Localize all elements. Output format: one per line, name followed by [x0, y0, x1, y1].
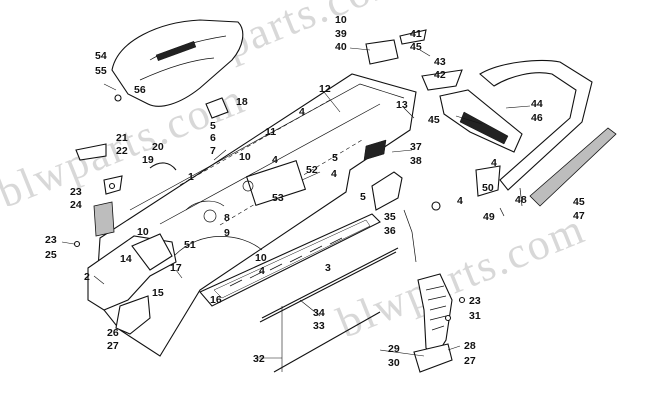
callout-label: 8 [224, 212, 230, 224]
flap-part [413, 273, 453, 373]
callout-label: 29 [388, 343, 400, 355]
callout-label: 41 [410, 28, 422, 40]
callout-label: 27 [107, 340, 119, 352]
callout-label: 5 [332, 152, 338, 164]
callout-label: 39 [335, 28, 347, 40]
callout-label: 30 [388, 357, 400, 369]
callout-label: 51 [184, 239, 196, 251]
callout-label: 5 [360, 191, 366, 203]
callout-label: 5 [210, 120, 216, 132]
callout-label: 55 [95, 65, 107, 77]
leader-lines [61, 47, 531, 359]
callout-label: 4 [331, 168, 337, 180]
callout-label: 49 [483, 211, 495, 223]
callout-label: 27 [464, 355, 476, 367]
rail-part [199, 213, 381, 307]
callout-label: 54 [95, 50, 107, 62]
callout-label: 36 [384, 225, 396, 237]
callout-label: 43 [434, 56, 446, 68]
callout-label: 40 [335, 41, 347, 53]
callout-label: 47 [573, 210, 585, 222]
callout-label: 32 [253, 353, 265, 365]
callout-label: 46 [531, 112, 543, 124]
callout-label: 34 [313, 307, 325, 319]
callout-label: 48 [515, 194, 527, 206]
callout-label: 42 [434, 69, 446, 81]
callout-label: 15 [152, 287, 164, 299]
callout-label: 21 [116, 132, 128, 144]
callout-label: 53 [272, 192, 284, 204]
callout-label: 7 [210, 145, 216, 157]
callout-label: 4 [272, 154, 278, 166]
callout-label: 4 [299, 106, 305, 118]
callout-label: 9 [224, 227, 230, 239]
callout-label: 23 [70, 186, 82, 198]
callout-label: 10 [137, 226, 149, 238]
seat-part [111, 19, 244, 107]
chassis-part [95, 73, 417, 357]
callout-label: 45 [573, 196, 585, 208]
callout-label: 11 [265, 126, 277, 138]
callout-label: 45 [410, 41, 422, 53]
callout-label: 23 [45, 234, 57, 246]
callout-label: 1 [188, 171, 194, 183]
callout-label: 56 [134, 84, 146, 96]
callout-label: 2 [84, 271, 90, 283]
callout-label: 33 [313, 320, 325, 332]
callout-label: 35 [384, 211, 396, 223]
callout-label: 4 [491, 157, 497, 169]
callout-label: 25 [45, 249, 57, 261]
callout-label: 19 [142, 154, 154, 166]
callout-label: 10 [239, 151, 251, 163]
callout-label: 38 [410, 155, 422, 167]
callout-label: 10 [255, 252, 267, 264]
callout-label: 22 [116, 145, 128, 157]
callout-label: 6 [210, 132, 216, 144]
callout-label: 4 [259, 265, 265, 277]
callout-label: 20 [152, 141, 164, 153]
callout-label: 37 [410, 141, 422, 153]
callout-label: 26 [107, 327, 119, 339]
callout-label: 24 [70, 199, 82, 211]
callout-label: 50 [482, 182, 494, 194]
rear-bumper-part [365, 29, 617, 207]
callout-label: 14 [120, 253, 132, 265]
callout-label: 31 [469, 310, 481, 322]
callout-label: 18 [236, 96, 248, 108]
callout-label: 52 [306, 164, 318, 176]
callout-label: 4 [457, 195, 463, 207]
callout-label: 45 [428, 114, 440, 126]
callout-label: 13 [396, 99, 408, 111]
callout-label: 10 [335, 14, 347, 26]
callout-label: 44 [531, 98, 543, 110]
callout-label: 16 [210, 294, 222, 306]
callout-label: 17 [170, 262, 182, 274]
callout-label: 28 [464, 340, 476, 352]
callout-label: 23 [469, 295, 481, 307]
callout-label: 12 [319, 83, 331, 95]
callout-label: 3 [325, 262, 331, 274]
